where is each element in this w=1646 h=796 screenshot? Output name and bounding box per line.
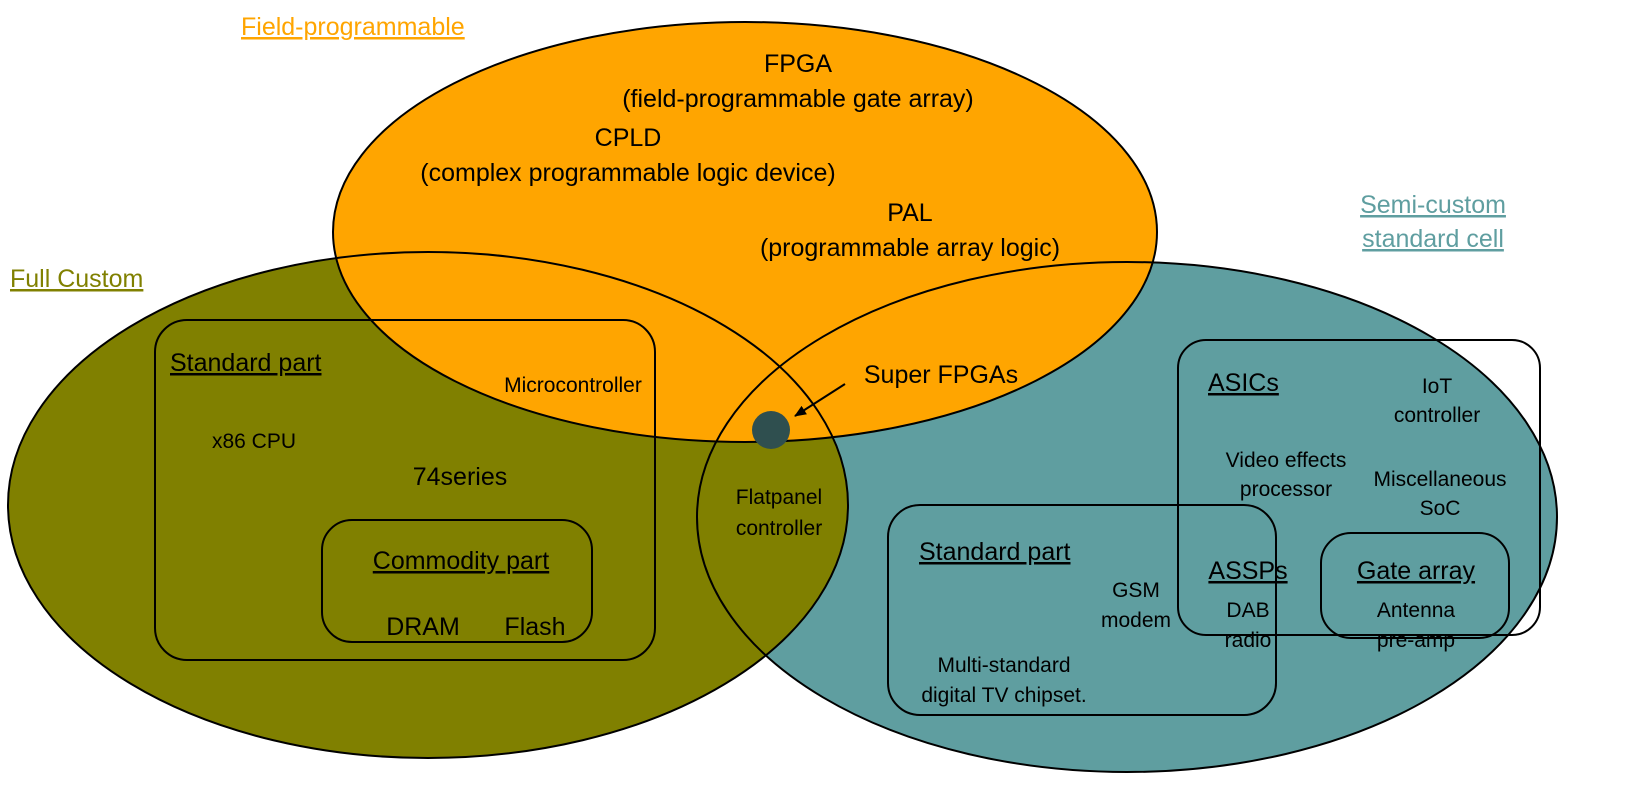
iot-controller-line2: controller [1394,404,1480,427]
dab-radio-line2: radio [1225,629,1272,652]
tv-chipset-line2: digital TV chipset. [921,684,1086,707]
video-effects-line1: Video effects [1226,449,1347,472]
asics-title: ASICs [1208,369,1279,397]
full-custom-standard-part-box [154,319,656,661]
video-effects-line2: processor [1240,478,1332,501]
field-programmable-ellipse [333,22,1157,442]
gsm-modem-line2: modem [1101,609,1171,632]
field-programmable-label: Field-programmable [241,13,465,41]
dab-radio-line1: DAB [1226,599,1269,622]
fpga-description: (field-programmable gate array) [622,85,974,113]
commodity-part-title: Commodity part [373,547,549,575]
pal-label: PAL [887,199,932,227]
cpld-label: CPLD [595,124,662,152]
super-fpga-dot [752,411,790,449]
cpld-description: (complex programmable logic device) [420,159,835,187]
tv-chipset-line1: Multi-standard [937,654,1070,677]
commodity-part-box [321,519,593,643]
pal-description: (programmable array logic) [760,234,1060,262]
super-fpga-arrow [794,383,846,417]
antenna-preamp-line2: pre-amp [1377,629,1455,652]
full-custom-standard-part-title: Standard part [170,349,322,377]
semi-custom-outline [696,261,1558,773]
semi-custom-label-line2: standard cell [1362,225,1504,253]
field-programmable-outline [332,21,1158,443]
assps-title: ASSPs [1208,557,1287,585]
full-custom-label: Full Custom [10,265,143,293]
misc-soc-line2: SoC [1420,497,1461,520]
antenna-preamp-line1: Antenna [1377,599,1456,622]
flatpanel-controller-line2: controller [736,517,822,540]
misc-soc-line1: Miscellaneous [1373,468,1506,491]
dram-label: DRAM [386,613,460,641]
fpga-label: FPGA [764,50,832,78]
semi-custom-standard-part-title: Standard part [919,538,1071,566]
74series-label: 74series [413,463,508,491]
microcontroller-label: Microcontroller [504,374,642,397]
flash-label: Flash [504,613,565,641]
super-fpgas-label: Super FPGAs [864,361,1018,389]
x86-cpu-label: x86 CPU [212,430,296,453]
flatpanel-controller-line1: Flatpanel [736,486,822,509]
iot-controller-line1: IoT [1422,375,1453,398]
gsm-modem-line1: GSM [1112,579,1160,602]
semi-custom-standard-part-box [887,504,1277,716]
gate-array-title: Gate array [1357,557,1476,585]
gate-array-box [1320,532,1510,639]
semi-custom-label-line1: Semi-custom [1360,191,1506,219]
full-custom-outline [7,251,849,759]
asics-box [1177,339,1541,636]
